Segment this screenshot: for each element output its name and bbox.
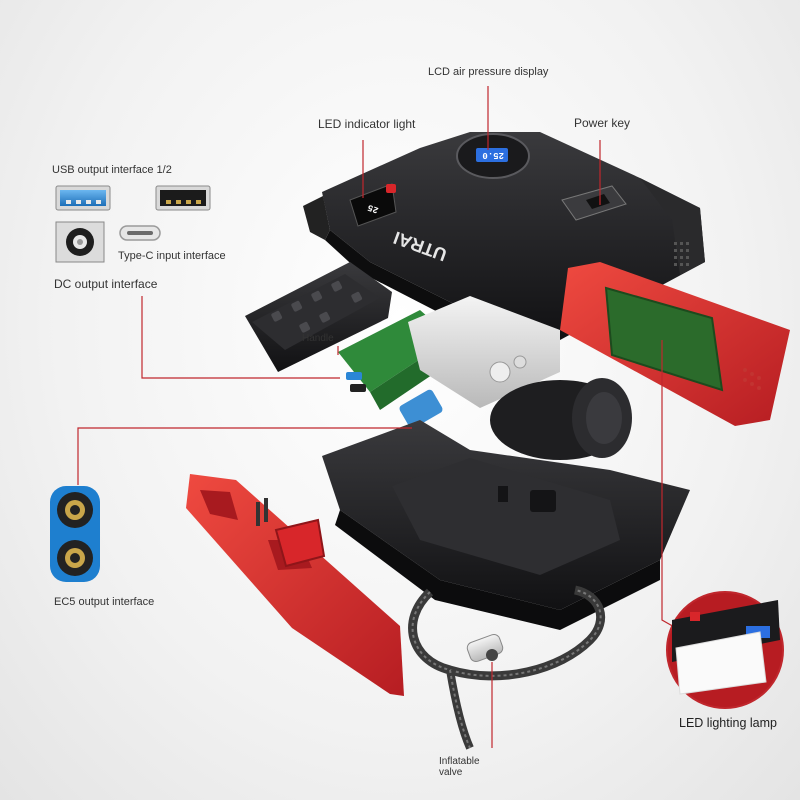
ec5-port-icon	[50, 486, 100, 582]
left-side-cover	[186, 474, 404, 696]
label-dc-output-interface: DC output interface	[54, 277, 158, 291]
leader-led-lamp	[661, 340, 677, 629]
leader-ec5-output	[77, 427, 412, 485]
led-lamp-inset	[666, 591, 784, 709]
usb-black-port-icon	[155, 185, 211, 211]
label-inflatable-valve-line1: Inflatable	[439, 756, 480, 767]
label-inflatable-valve-line2: valve	[439, 767, 463, 778]
lcd-reading-text: 25.0	[482, 150, 504, 160]
silver-motor-block	[408, 296, 560, 408]
leader-dc-output	[141, 296, 340, 379]
lcd-display	[456, 133, 530, 179]
indicator-reading-text: 25	[366, 202, 380, 215]
bottom-housing	[322, 420, 690, 630]
usb-blue-port-icon	[55, 185, 111, 211]
led-indicator-panel	[349, 183, 397, 227]
label-power-key: Power key	[574, 116, 631, 130]
vent-grille	[674, 242, 689, 266]
air-cylinder	[490, 378, 632, 460]
label-led-lighting-lamp: LED lighting lamp	[679, 716, 777, 730]
label-type-c-input-interface: Type-C input interface	[118, 250, 226, 262]
inflatable-valve-connector	[466, 633, 504, 663]
dc-port-icon	[55, 221, 105, 263]
label-handle: Handle	[302, 333, 334, 344]
label-led-indicator-light: LED indicator light	[318, 117, 416, 131]
handle-bracket	[245, 262, 392, 372]
label-usb-output-interface: USB output interface 1/2	[52, 164, 172, 176]
label-ec5-output-interface: EC5 output interface	[54, 596, 155, 608]
label-inflatable-valve: Inflatable valve	[439, 756, 480, 778]
label-lcd-air-pressure-display: LCD air pressure display	[428, 66, 549, 78]
leader-lines	[77, 86, 677, 748]
power-key	[561, 185, 627, 221]
type-c-port-icon	[119, 225, 161, 241]
braided-hose	[408, 585, 606, 750]
right-side-cover	[560, 262, 790, 426]
